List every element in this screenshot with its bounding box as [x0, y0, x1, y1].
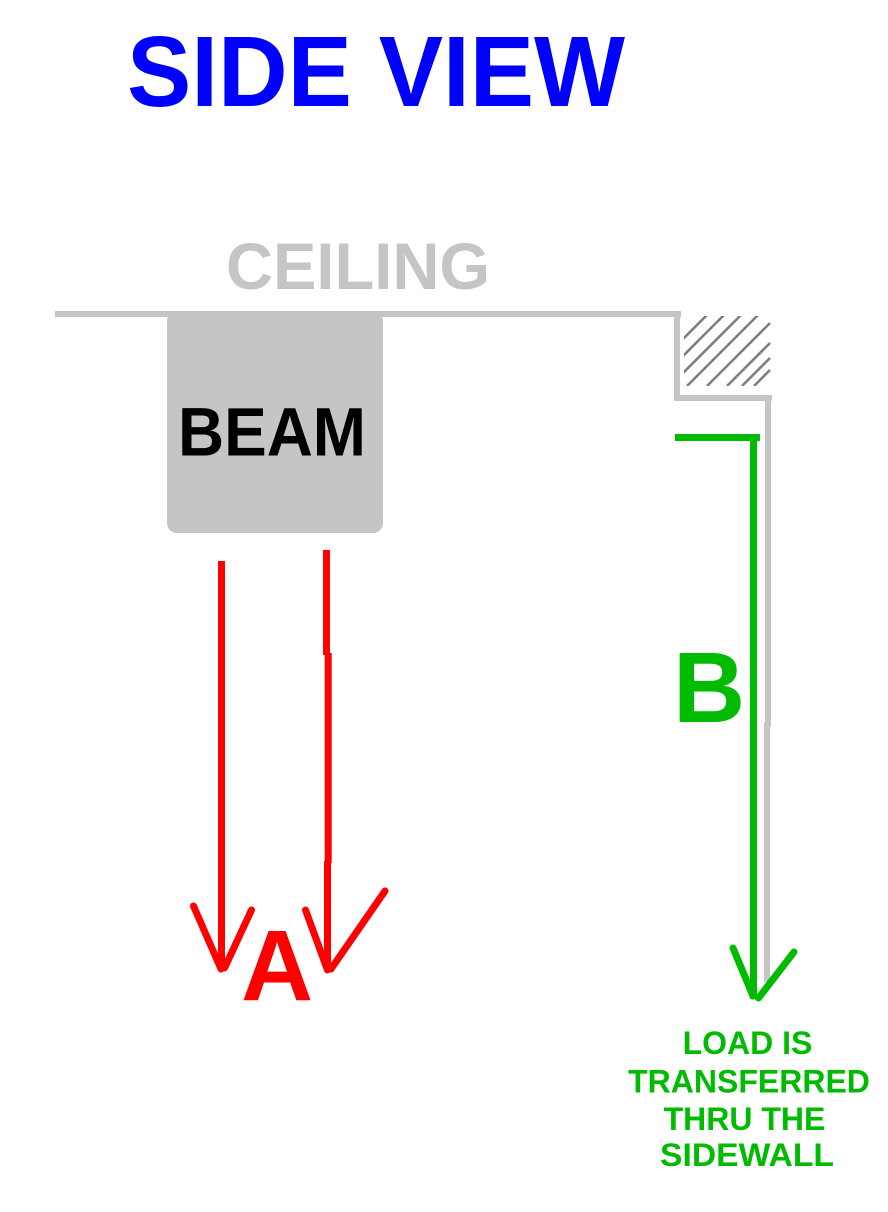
svg-text:SIDEWALL: SIDEWALL: [660, 1137, 834, 1173]
svg-text:A: A: [241, 910, 313, 1022]
svg-text:SIDE VIEW: SIDE VIEW: [127, 16, 626, 128]
svg-text:BEAM: BEAM: [178, 394, 366, 471]
svg-text:LOAD IS: LOAD IS: [683, 1025, 813, 1061]
svg-text:THRU THE: THRU THE: [664, 1101, 826, 1137]
svg-text:CEILING: CEILING: [226, 229, 490, 303]
svg-text:B: B: [673, 632, 745, 744]
svg-text:TRANSFERRED: TRANSFERRED: [628, 1064, 870, 1100]
